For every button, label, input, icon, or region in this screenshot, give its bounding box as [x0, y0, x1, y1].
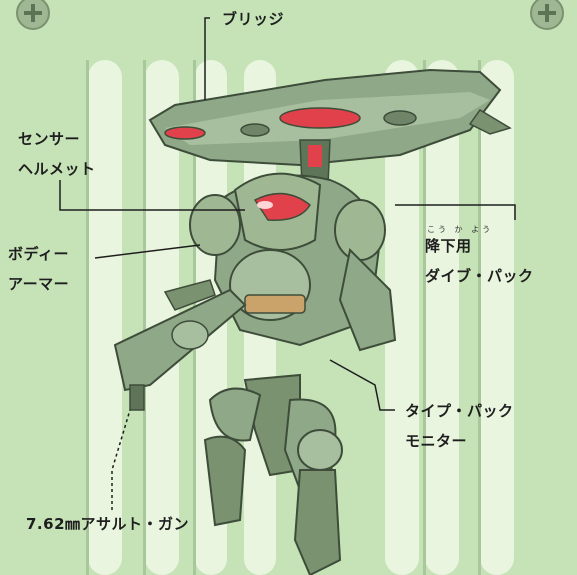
label-sensor-helmet-line2: ヘルメット [18, 160, 96, 178]
label-assault-gun: 7.62㎜アサルト・ガン [26, 515, 190, 533]
label-body-armor-line2: アーマー [8, 275, 70, 293]
label-dive-pack-ruby: こう か よう [427, 225, 494, 234]
label-dive-pack-line1: 降下用 [425, 237, 472, 255]
leader-dive-pack [395, 204, 516, 220]
leader-assault-gun [111, 409, 131, 510]
leader-body-armor [94, 244, 201, 259]
leader-bridge [204, 17, 210, 100]
label-dive-pack-line2: ダイブ・パック [425, 267, 534, 285]
leader-sensor-helmet [59, 180, 245, 211]
label-type-pack-monitor-line1: タイプ・パック [405, 402, 514, 420]
mech-soldier [113, 172, 397, 575]
label-type-pack-monitor-line2: モニター [405, 432, 468, 450]
leader-type-pack-monitor [329, 359, 395, 411]
label-bridge: ブリッジ [222, 10, 285, 28]
bridge-unit [148, 68, 512, 186]
label-body-armor-line1: ボディー [8, 245, 69, 263]
crosshair-icon [530, 0, 564, 30]
crosshair-icon [16, 0, 50, 30]
label-sensor-helmet-line1: センサー [18, 130, 81, 148]
leader-lines [59, 17, 516, 510]
